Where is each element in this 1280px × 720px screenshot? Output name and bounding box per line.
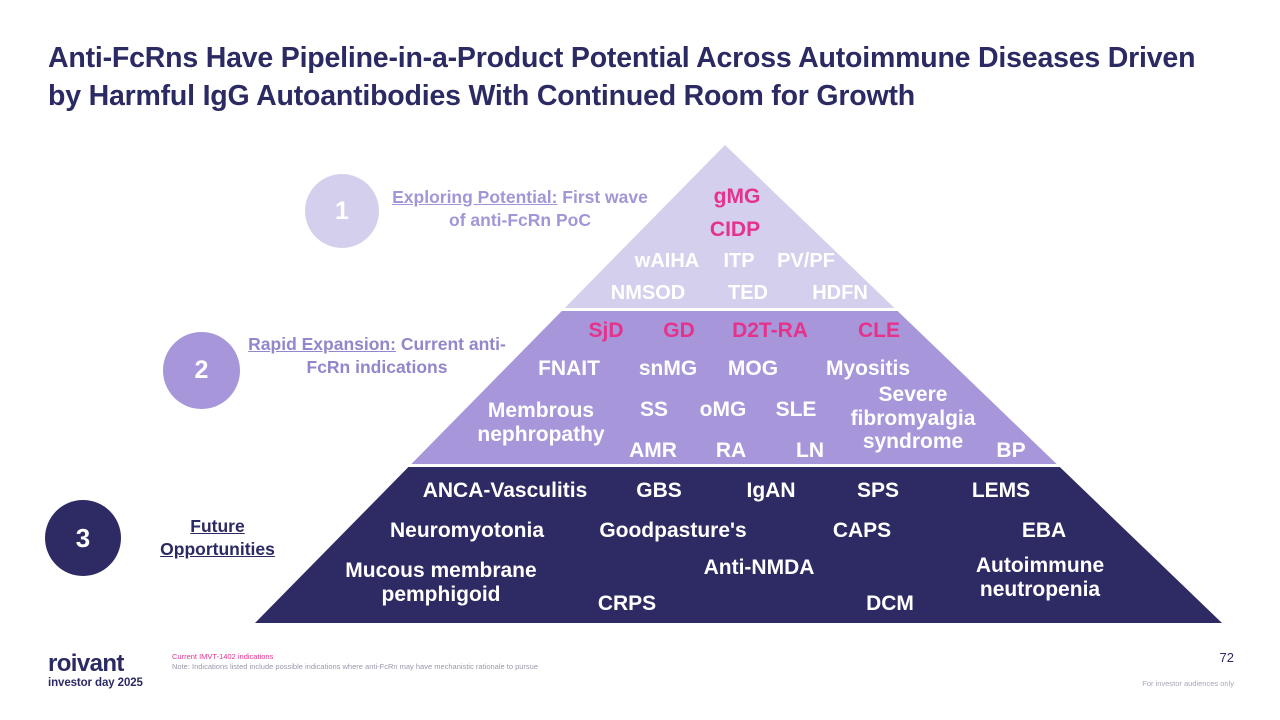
indication-label: Autoimmune neutropenia [975,554,1105,601]
stage-caption-1-lead: Exploring Potential: [392,187,558,207]
indication-label: SPS [856,479,900,502]
indication-label: gMG [713,185,761,208]
indication-label: SjD [588,319,624,342]
page-title: Anti-FcRns Have Pipeline-in-a-Product Po… [48,42,1196,112]
footnote-note: Note: Indications listed include possibl… [172,662,539,671]
indication-label: LEMS [971,479,1031,502]
indication-label: Mucous membrane pemphigoid [345,559,537,606]
indication-label: MOG [727,357,779,380]
indication-label: HDFN [812,282,868,304]
indication-label: AMR [629,439,677,462]
stage-badge-2-number: 2 [194,356,209,384]
stage-caption-2: Rapid Expansion: Current anti-FcRn indic… [240,333,514,379]
indication-label: Membrous nephropathy [477,399,605,446]
indication-label: BP [996,439,1026,462]
indication-label: SS [639,398,669,421]
indication-label: ITP [723,250,755,272]
indication-label: CAPS [832,519,892,542]
indication-label: Severe fibromyalgia syndrome [850,383,976,454]
stage-caption-1-rest: First wave of anti-FcRn PoC [449,187,648,230]
indication-label: Myositis [825,357,911,380]
indication-label: ANCA-Vasculitis [422,479,588,502]
logo-wordmark: roivant [48,650,124,677]
indication-label: CRPS [597,592,657,615]
indication-label: Neuromyotonia [389,519,545,542]
indication-label: RA [715,439,747,462]
stage-caption-3: Future Opportunities [140,515,295,561]
indication-label: EBA [1021,519,1067,542]
indication-label: GD [663,319,695,342]
indication-label: NMSOD [610,282,686,304]
indication-label: LN [796,439,824,462]
indication-label: Goodpasture's [599,519,747,542]
stage-badge-3[interactable]: 3 [45,500,121,576]
stage-badge-2[interactable]: 2 [163,332,240,409]
logo-tagline: investor day 2025 [48,677,143,689]
indication-label: Anti-NMDA [703,556,815,579]
indication-label: IgAN [746,479,796,502]
indication-label: GBS [636,479,682,502]
stage-badge-1-number: 1 [335,196,349,225]
indication-label: SLE [775,398,817,421]
roivant-logo: roivant investor day 2025 [48,652,143,690]
indication-label: DCM [866,592,914,615]
footnote-pink: Current IMVT-1402 indications [172,652,274,661]
stage-badge-1[interactable]: 1 [305,174,379,248]
indication-label: FNAIT [538,357,600,380]
indication-label: CLE [858,319,900,342]
indication-label: wAIHA [634,250,700,272]
stage-caption-3-lead: Future Opportunities [160,516,275,559]
indication-label: D2T-RA [732,319,808,342]
indication-label: TED [728,282,768,304]
indication-label: PV/PF [777,250,835,272]
stage-caption-2-rest: Current anti-FcRn indications [306,334,506,377]
indication-label: CIDP [709,218,761,241]
indication-label: snMG [638,357,698,380]
stage-caption-1: Exploring Potential: First wave of anti-… [392,186,648,232]
stage-badge-3-number: 3 [75,522,91,553]
audience-disclaimer: For investor audiences only [1142,679,1234,688]
stage-caption-2-lead: Rapid Expansion: [248,334,396,354]
indication-label: oMG [699,398,747,421]
page-number: 72 [1219,650,1234,665]
